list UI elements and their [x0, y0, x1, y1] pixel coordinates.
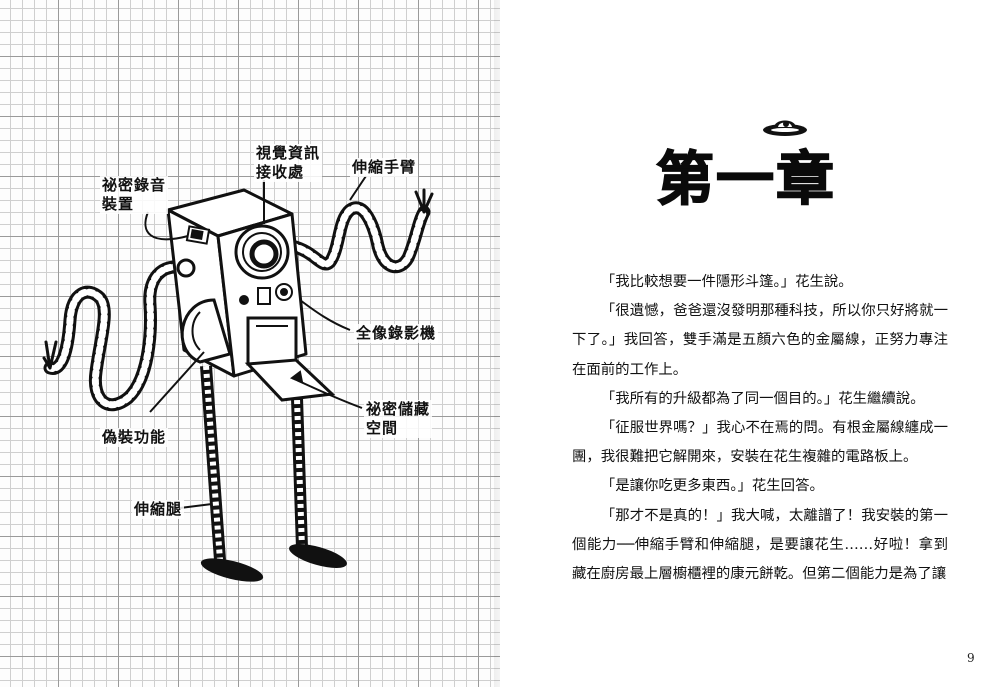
right-hand [414, 188, 434, 214]
callout-secret-storage: 祕密儲藏 空間 [364, 400, 433, 438]
body-text: 「我比較想要一件隱形斗篷。」花生說。 「很遺憾，爸爸還沒發明那種科技，所以你只好… [572, 268, 948, 589]
callout-leaders [144, 175, 367, 509]
arm-joint [176, 258, 196, 278]
chapter-title: 第一章 [655, 144, 837, 214]
disguise-dome [180, 298, 232, 364]
ufo-icon [763, 120, 807, 136]
secret-recorder-device [185, 225, 211, 245]
left-leg [200, 365, 226, 561]
callout-extend-arm: 伸縮手臂 [350, 158, 419, 177]
paragraph: 「我所有的升級都為了同一個目的。」花生繼續說。 [600, 390, 925, 407]
robot-illustration [42, 175, 434, 582]
callout-disguise: 偽裝功能 [100, 428, 169, 447]
right-page: 第一章 「我比較想要一件隱形斗篷。」花生說。 「很遺憾，爸爸還沒發明那種科技，所… [500, 0, 1000, 687]
paragraph: 「我比較想要一件隱形斗篷。」花生說。 [600, 274, 853, 290]
left-hand [42, 340, 58, 370]
callout-secret-recorder: 祕密錄音 裝置 [100, 176, 169, 214]
right-arm [285, 201, 431, 274]
paragraph: 「很遺憾，爸爸還沒發明那種科技，所以你只好將就一下了。」我回答，雙手滿是五顏六色… [572, 303, 948, 378]
paragraph: 「征服世界嗎？」我心不在焉的問。有根金屬線纏成一團，我很難把它解開來，安裝在花生… [572, 420, 948, 466]
callout-visual-receiver: 視覺資訊 接收處 [254, 144, 323, 182]
left-page-graph-paper: 祕密錄音 裝置 視覺資訊 接收處 伸縮手臂 全像錄影機 祕密儲藏 空間 偽裝功能… [0, 0, 500, 687]
page-number: 9 [967, 651, 975, 665]
paragraph: 「是讓你吃更多東西。」花生回答。 [600, 478, 824, 495]
callout-extend-leg: 伸縮腿 [132, 500, 185, 519]
visual-receiver-lens [234, 224, 290, 280]
callout-hologram-camera: 全像錄影機 [354, 324, 439, 343]
paragraph: 「那才不是真的！」我大喊，太離譜了！我安裝的第一個能力──伸縮手臂和伸縮腿，是要… [572, 507, 948, 583]
control-buttons [239, 283, 293, 305]
secret-storage-compartment [244, 316, 336, 402]
left-foot [200, 558, 264, 582]
right-foot [289, 544, 347, 568]
left-arm [43, 260, 193, 412]
